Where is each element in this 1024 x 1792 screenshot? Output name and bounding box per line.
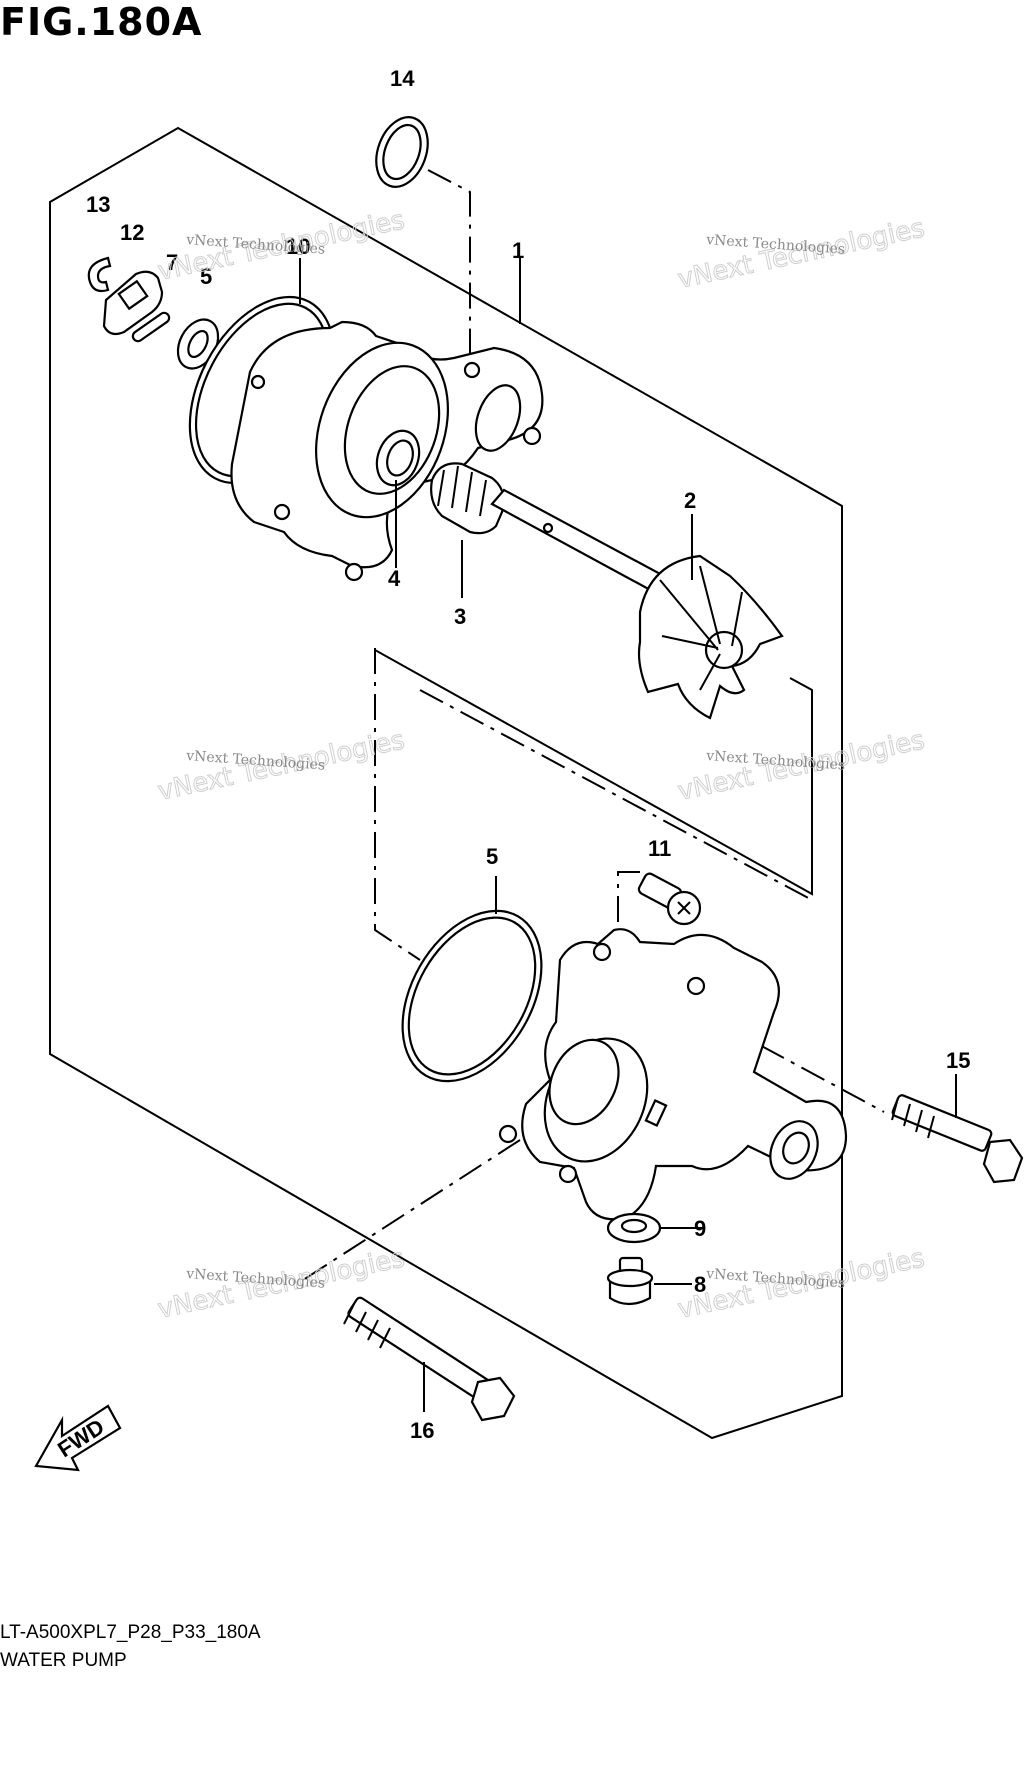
impeller-box	[374, 649, 813, 896]
callout-10: 10	[286, 234, 310, 259]
impeller-axis	[419, 689, 813, 901]
watermark: vNext Technologies vNext Technologies	[675, 725, 928, 808]
shaft-axis	[374, 648, 421, 961]
watermark: vNext Technologies vNext Technologies	[155, 725, 408, 808]
leader-16	[299, 1139, 521, 1283]
callout-15: 15	[946, 1048, 970, 1073]
callout-2: 2	[684, 488, 696, 513]
callout-14: 14	[390, 66, 415, 91]
leader-15	[679, 1001, 885, 1113]
callout-5-lower: 5	[486, 844, 498, 869]
diagram-name: WATER PUMP	[0, 1650, 127, 1671]
assembly-frame	[49, 126, 843, 1440]
callout-4: 4	[388, 566, 401, 591]
fwd-arrow-icon: FWD	[34, 1404, 122, 1472]
pin-7	[131, 311, 171, 343]
watermark: vNext Technologies vNext Technologies	[155, 205, 408, 288]
watermark: vNext Technologies vNext Technologies	[675, 1243, 928, 1326]
watermark: vNext Technologies vNext Technologies	[675, 213, 928, 296]
bolt-16	[347, 1296, 493, 1402]
callout-9: 9	[694, 1216, 706, 1241]
drawing-code: LT-A500XPL7_P28_P33_180A	[0, 1622, 261, 1643]
callout-3: 3	[454, 604, 466, 629]
callout-11: 11	[648, 836, 671, 861]
callout-16: 16	[410, 1418, 434, 1443]
callout-5-upper: 5	[200, 264, 212, 289]
leader-14	[427, 169, 471, 372]
circlip-13	[87, 256, 112, 293]
figure-title: FIG.180A	[0, 0, 203, 44]
callout-8: 8	[694, 1272, 706, 1297]
bolt-15	[891, 1094, 993, 1152]
impeller-shaft-2	[490, 488, 666, 594]
callout-13: 13	[86, 192, 110, 217]
callout-1: 1	[512, 238, 524, 263]
callout-7: 7	[166, 250, 178, 275]
callout-12: 12	[120, 220, 144, 245]
